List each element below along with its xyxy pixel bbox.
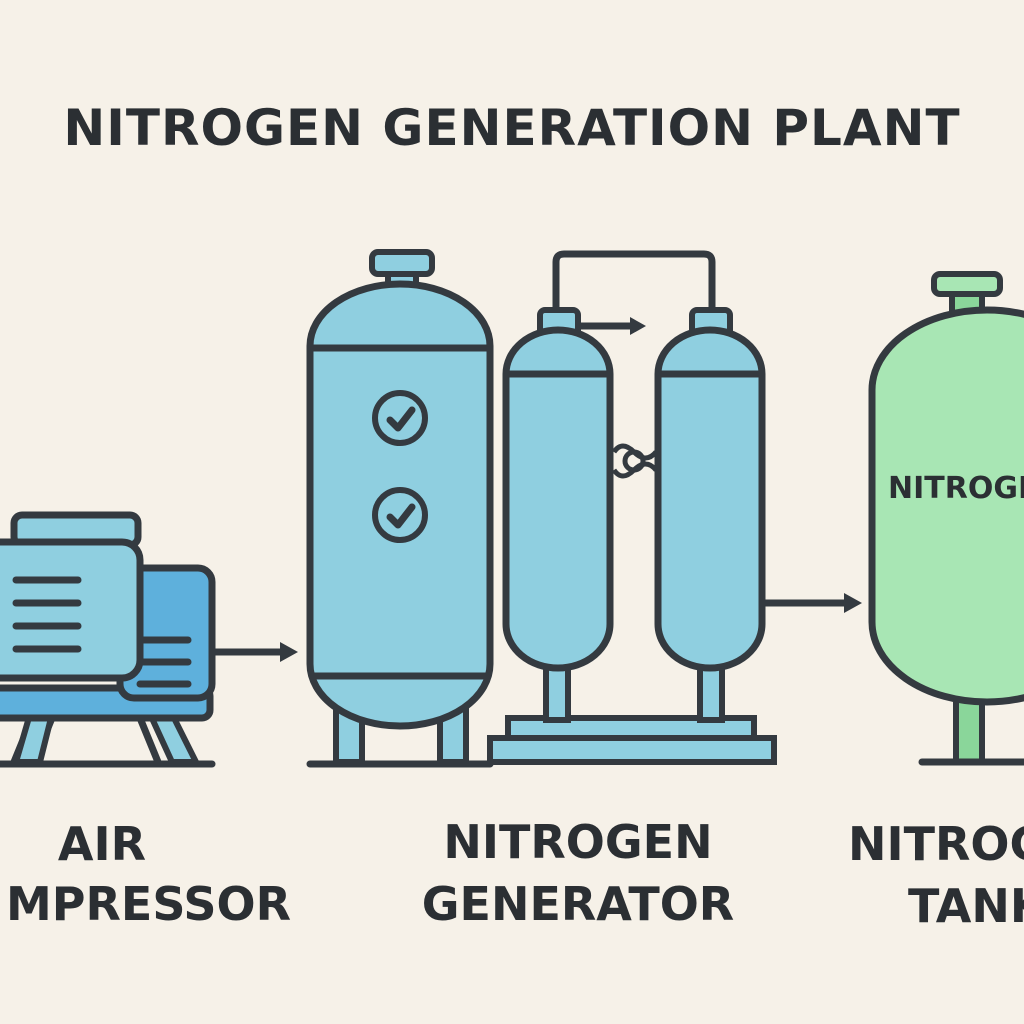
air-compressor [0, 511, 216, 768]
flow-arrow-2 [758, 593, 862, 613]
nitrogen-tank-label-line2: TANK [908, 879, 1024, 933]
generator-top-pipe [552, 250, 716, 312]
adsorption-tower-right [654, 326, 766, 672]
nitrogen-tank-label-line1: NITROG [848, 817, 1024, 871]
nitrogen-generator-label-line2: GENERATOR [422, 877, 734, 931]
pressure-gauge-icon [372, 390, 428, 446]
compressor-body [0, 538, 144, 682]
air-compressor-label-line2: MPRESSOR [6, 877, 291, 931]
nitrogen-generator-label-line1: NITROGEN [443, 815, 712, 869]
tank-body [868, 306, 1024, 706]
adsorption-tower-left [502, 326, 614, 672]
diagram-title: NITROGEN GENERATION PLANT [63, 99, 960, 157]
pressure-gauge-icon [372, 487, 428, 543]
tank-body-label: NITROGE [888, 471, 1024, 506]
air-compressor-label-line1: AIR [58, 817, 146, 871]
generator-base-bottom [487, 735, 777, 765]
nitrogen-tank: NITROGE [868, 271, 1024, 766]
nitrogen-generator [487, 250, 777, 765]
air-receiver-vessel [306, 249, 494, 768]
flow-arrow-1 [210, 642, 298, 662]
valve-icon [611, 443, 658, 479]
vessel-nozzle-cap [369, 249, 435, 277]
tank-nozzle-cap [931, 271, 1003, 297]
flow-arrow-towers [576, 317, 646, 335]
